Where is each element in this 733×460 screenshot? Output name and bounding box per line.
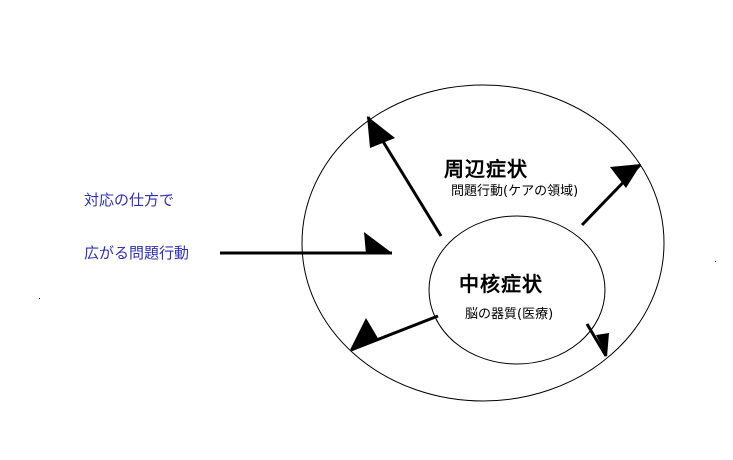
outer-circle-title: 周辺症状 bbox=[444, 157, 528, 181]
inner-circle-title: 中核症状 bbox=[459, 272, 543, 296]
side-note-line-2: 広がる問題行動 bbox=[84, 244, 190, 262]
arrow-left-in-head bbox=[364, 232, 392, 254]
stray-dot bbox=[39, 298, 40, 299]
arrow-lower-right bbox=[585, 323, 608, 357]
arrow-upper-right-head bbox=[610, 164, 641, 188]
stray-dot bbox=[715, 261, 716, 262]
inner-circle bbox=[428, 215, 606, 365]
outer-circle bbox=[301, 84, 665, 402]
arrow-lower-left-head bbox=[350, 318, 379, 350]
arrow-lower-right-head bbox=[596, 333, 609, 357]
arrow-upper-left-head bbox=[367, 116, 395, 148]
outer-circle-subtitle: 問題行動(ケアの領域) bbox=[451, 184, 579, 199]
inner-circle-subtitle: 脳の器質(医療) bbox=[465, 307, 554, 322]
side-note-line-1: 対応の仕方で bbox=[84, 191, 175, 209]
